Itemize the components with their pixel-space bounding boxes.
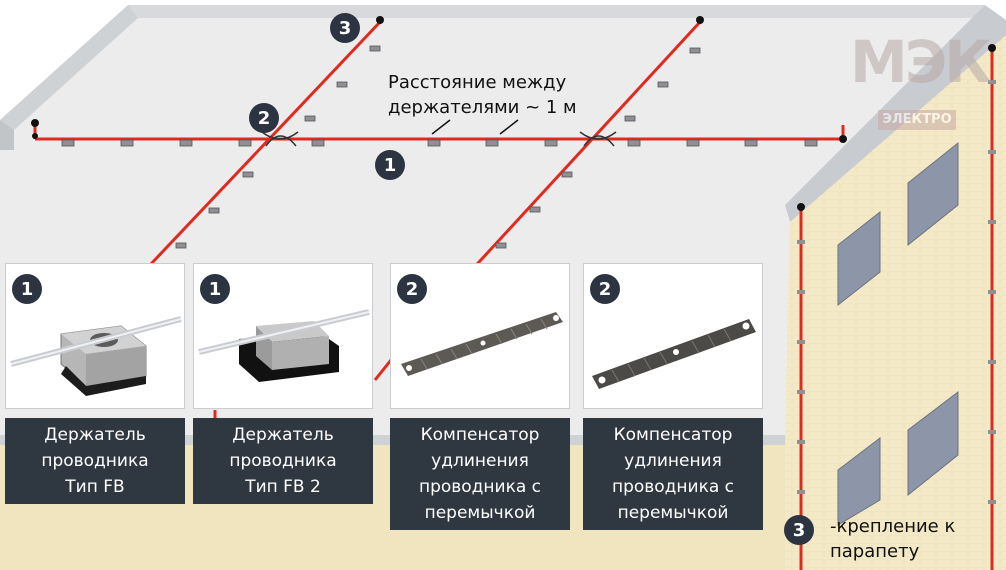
- logo-main-text: МЭК: [850, 28, 992, 96]
- parapet-front: [0, 120, 14, 150]
- legend-line-1: -крепление к: [830, 516, 956, 537]
- parapet-left: [0, 5, 138, 130]
- legend-badge: 3: [784, 515, 814, 545]
- spacing-annotation: Расстояние между держателями ~ 1 м: [388, 70, 577, 120]
- parapet-fixings: [31, 16, 996, 211]
- conductor-holders: [61, 45, 818, 249]
- legend-line-2: парапету: [830, 541, 920, 562]
- expansion-compensator-icon: [401, 312, 563, 376]
- expansion-compensator-icon: [592, 319, 756, 389]
- card-holder-fb2: 1: [193, 263, 373, 409]
- card-badge: 2: [590, 274, 620, 304]
- legend-text: -крепление к парапету: [830, 514, 955, 564]
- marker-1: 1: [375, 150, 405, 180]
- card-badge: 1: [12, 274, 42, 304]
- card-badge: 2: [397, 274, 427, 304]
- mek-logo: МЭК ЭЛЕКТРО: [850, 18, 992, 133]
- conductor-holder-icon: [10, 316, 182, 396]
- card-compensator-2: 2: [583, 263, 763, 409]
- caption-holder-fb: Держатель проводника Тип FB: [5, 418, 185, 504]
- logo-sub-text: ЭЛЕКТРО: [878, 110, 956, 130]
- annotation-line-2: держателями ~ 1 м: [388, 97, 577, 118]
- windows: [837, 141, 959, 526]
- caption-compensator-2: Компенсатор удлинения проводника с перем…: [583, 418, 763, 530]
- parapet-top: [128, 5, 985, 18]
- card-holder-fb: 1: [5, 263, 185, 409]
- crossing-compensators: [261, 131, 617, 147]
- card-compensator-1: 2: [390, 263, 570, 409]
- marker-2: 2: [249, 103, 279, 133]
- annotation-pointers: [431, 119, 519, 135]
- conductor-holder-icon: [198, 309, 370, 382]
- caption-holder-fb2: Держатель проводника Тип FB 2: [193, 418, 373, 504]
- annotation-line-1: Расстояние между: [388, 72, 567, 93]
- marker-3: 3: [330, 13, 360, 43]
- caption-compensator-1: Компенсатор удлинения проводника с перем…: [390, 418, 570, 530]
- card-badge: 1: [200, 274, 230, 304]
